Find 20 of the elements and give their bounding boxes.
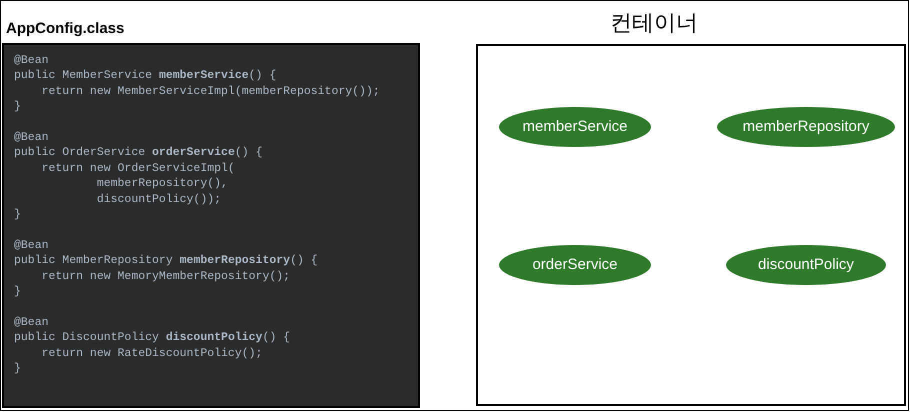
code-line: return new OrderServiceImpl(	[40, 160, 235, 176]
code-line: return new RateDiscountPolicy();	[40, 346, 262, 362]
code-line: memberRepository(),	[96, 176, 228, 192]
panel-title: AppConfig.class	[6, 19, 124, 39]
code-line: public MemberService memberService() {	[14, 68, 276, 84]
container-title: 컨테이너	[610, 9, 698, 37]
code-line: return new MemoryMemberRepository();	[40, 268, 290, 284]
code-line: public MemberRepository memberRepository() {	[14, 253, 318, 269]
code-line: @Bean	[14, 53, 49, 68]
code-line: return new MemberServiceImpl(memberRepository());	[40, 84, 380, 100]
code-line: discountPolicy());	[96, 192, 222, 208]
code-line: }	[14, 207, 21, 222]
code-line: }	[14, 361, 21, 376]
code-line: @Bean	[14, 130, 49, 146]
code-line: @Bean	[14, 238, 49, 254]
code-line: }	[14, 284, 21, 300]
code-line: public OrderService orderService() {	[14, 145, 262, 161]
code-line: }	[14, 99, 21, 115]
code-line: @Bean	[14, 314, 49, 330]
code-line: public DiscountPolicy discountPolicy() {	[14, 330, 290, 346]
